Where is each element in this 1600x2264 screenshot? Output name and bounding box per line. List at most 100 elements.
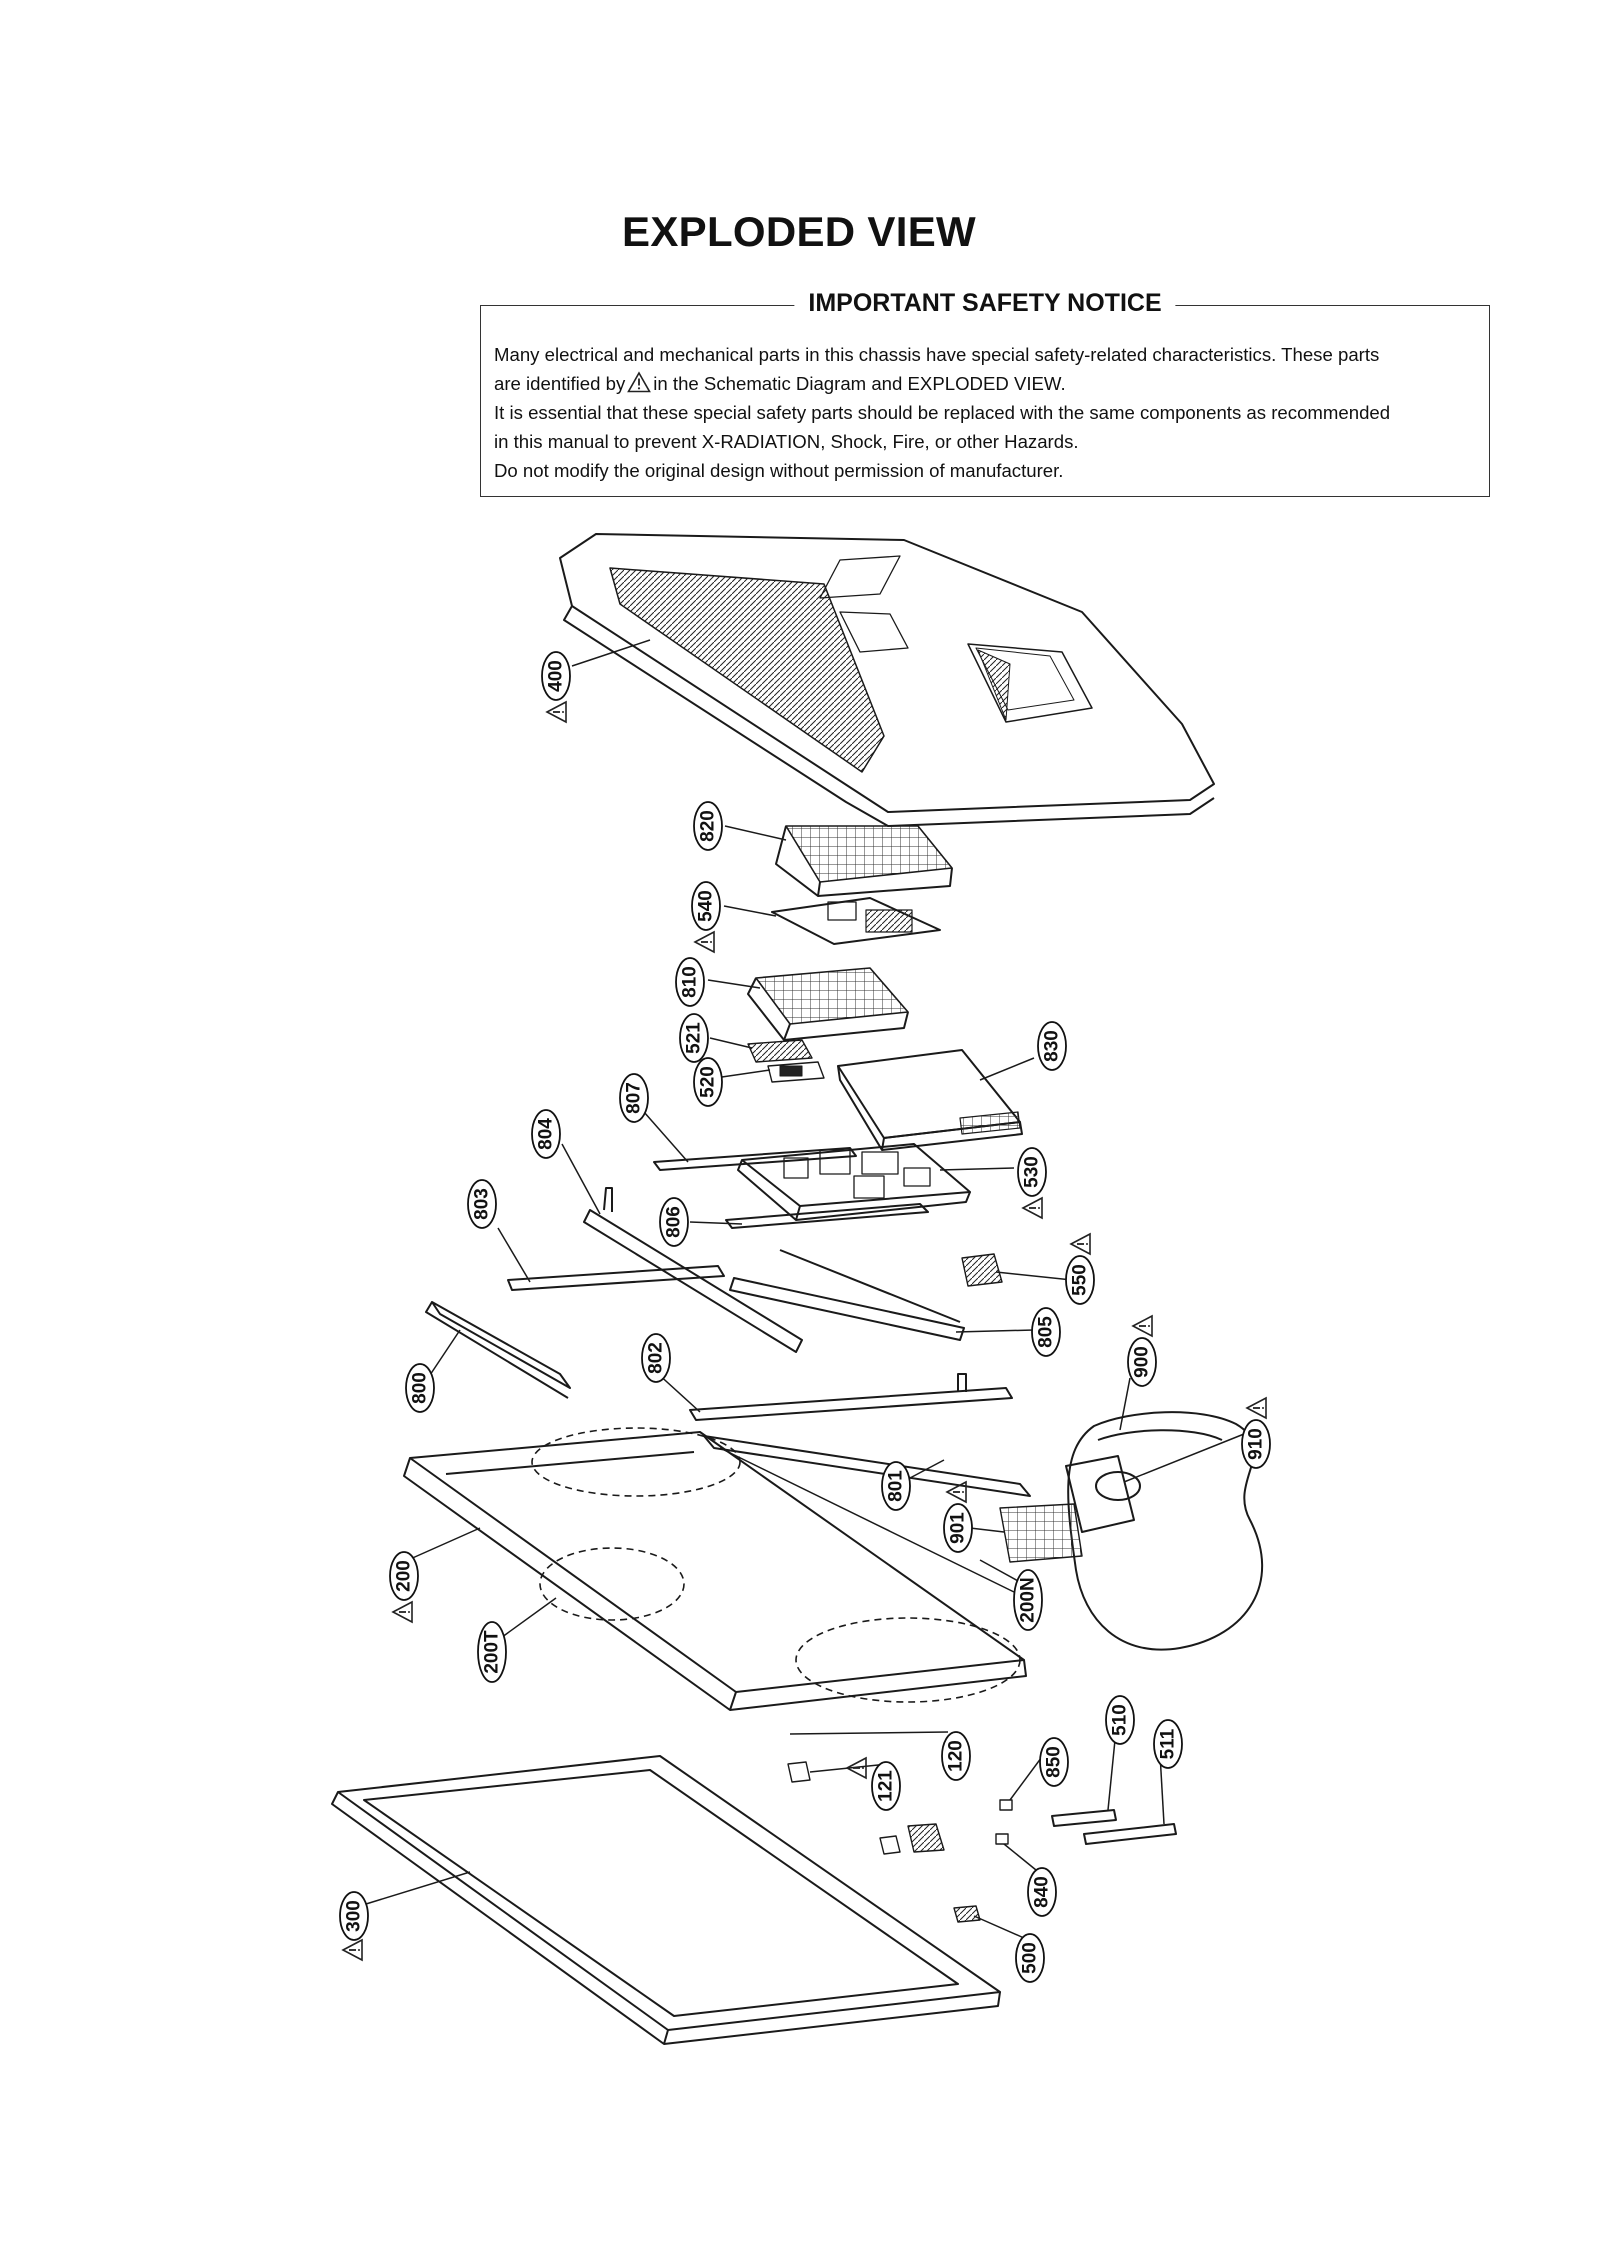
callout-label-806: 806 [664, 1206, 685, 1238]
callout-layer: 400 820 540 810 521 520 830 807 804 530 … [339, 651, 1271, 1983]
callout-520: 520 [693, 1057, 723, 1107]
notice-line-2-end: in the Schematic Diagram and EXPLODED VI… [653, 373, 1066, 394]
callout-530: 530 [1017, 1147, 1047, 1197]
part-510-key-board [1051, 1809, 1117, 1827]
callout-label-200n: 200N [1018, 1577, 1039, 1622]
warning-triangle-icon [342, 1939, 363, 1961]
callout-200t: 200T [477, 1621, 507, 1683]
callout-801: 801 [881, 1461, 911, 1511]
callout-label-805: 805 [1036, 1316, 1057, 1348]
warning-triangle-icon [1132, 1315, 1153, 1337]
callout-850: 850 [1039, 1737, 1069, 1787]
callout-label-500: 500 [1020, 1942, 1041, 1974]
part-520-board [767, 1061, 825, 1083]
callout-550: 550 [1065, 1255, 1095, 1305]
warning-triangle-icon [627, 371, 652, 393]
part-200t-board-region [539, 1547, 685, 1621]
part-820-shield [775, 825, 953, 897]
notice-line-4: in this manual to prevent X-RADIATION, S… [494, 431, 1079, 452]
callout-200n: 200N [1013, 1569, 1043, 1631]
callout-121: 121 [871, 1761, 901, 1811]
callout-120: 120 [941, 1731, 971, 1781]
callout-label-200t: 200T [482, 1630, 503, 1674]
notice-line-2: are identified by in the Schematic Diagra… [494, 369, 1476, 398]
callout-400: 400 [541, 651, 571, 701]
callout-label-807: 807 [624, 1082, 645, 1114]
callout-511: 511 [1153, 1719, 1183, 1769]
safety-notice-box: IMPORTANT SAFETY NOTICE Many electrical … [480, 289, 1490, 497]
callout-label-540: 540 [696, 890, 717, 922]
warning-triangle-icon [1246, 1397, 1267, 1419]
part-806-bracket [725, 1203, 929, 1229]
notice-line-2-start: are identified by [494, 373, 626, 394]
callout-540: 540 [691, 881, 721, 931]
callout-510: 510 [1105, 1695, 1135, 1745]
part-800-rail [425, 1301, 571, 1399]
callout-label-800: 800 [410, 1372, 431, 1404]
part-400-rear-cover [559, 533, 1215, 827]
callout-label-804: 804 [536, 1118, 557, 1150]
part-511-key-board [1083, 1823, 1177, 1845]
part-300-front-bezel [331, 1755, 1001, 2045]
notice-line-3: It is essential that these special safet… [494, 402, 1391, 423]
callout-840: 840 [1027, 1867, 1057, 1917]
notice-line-5: Do not modify the original design withou… [494, 460, 1064, 481]
callout-label-801: 801 [886, 1470, 907, 1502]
part-810-shield [747, 967, 909, 1041]
callout-805: 805 [1031, 1307, 1061, 1357]
part-550-jack [961, 1253, 1003, 1287]
callout-800: 800 [405, 1363, 435, 1413]
part-901-stand-bracket [999, 1503, 1083, 1563]
part-900-stand-base [1067, 1411, 1264, 1651]
safety-markers [342, 701, 1267, 1961]
callout-900: 900 [1127, 1337, 1157, 1387]
safety-notice-heading: IMPORTANT SAFETY NOTICE [794, 289, 1176, 318]
part-530-power-board [737, 1143, 971, 1221]
warning-triangle-icon [694, 931, 715, 953]
callout-label-901: 901 [948, 1512, 969, 1544]
callout-803: 803 [467, 1179, 497, 1229]
part-807-bracket [653, 1147, 857, 1171]
callout-label-120: 120 [946, 1740, 967, 1772]
callout-label-520: 520 [698, 1066, 719, 1098]
part-200n-board-region [531, 1427, 1021, 1703]
callout-901: 901 [943, 1503, 973, 1553]
callout-label-550: 550 [1070, 1264, 1091, 1296]
part-804-rail [583, 1187, 803, 1353]
callout-521: 521 [679, 1013, 709, 1063]
callout-label-830: 830 [1042, 1030, 1063, 1062]
warning-triangle-icon [546, 701, 567, 723]
part-121-speaker [787, 1761, 901, 1855]
callout-806: 806 [659, 1197, 689, 1247]
callout-807: 807 [619, 1073, 649, 1123]
callout-804: 804 [531, 1109, 561, 1159]
callout-label-121: 121 [876, 1770, 897, 1802]
part-540-main-board [771, 897, 941, 945]
callout-label-511: 511 [1158, 1728, 1179, 1759]
warning-triangle-icon [1022, 1197, 1043, 1219]
callout-810: 810 [675, 957, 705, 1007]
part-840-connector [995, 1833, 1009, 1845]
warning-triangle-icon [1070, 1233, 1091, 1255]
page-title: EXPLODED VIEW [622, 208, 976, 255]
callout-label-803: 803 [472, 1188, 493, 1220]
part-805-rail [729, 1249, 965, 1341]
callout-910: 910 [1241, 1419, 1271, 1469]
part-500-ir-board [953, 1905, 981, 1923]
part-910-stand-neck [1065, 1455, 1141, 1533]
part-801-rail [703, 1435, 1031, 1497]
part-850-connector [999, 1799, 1013, 1811]
part-802-bracket [689, 1373, 1013, 1421]
callout-label-820: 820 [698, 810, 719, 842]
callout-label-910: 910 [1246, 1428, 1267, 1460]
callout-label-400: 400 [546, 660, 567, 692]
callout-200: 200 [389, 1551, 419, 1601]
callout-label-200: 200 [394, 1560, 415, 1592]
callout-label-530: 530 [1022, 1156, 1043, 1188]
part-803-bracket [507, 1265, 725, 1291]
callout-500: 500 [1015, 1933, 1045, 1983]
callout-label-510: 510 [1110, 1704, 1131, 1736]
callout-label-300: 300 [344, 1900, 365, 1932]
part-830-cover [837, 1049, 1023, 1151]
